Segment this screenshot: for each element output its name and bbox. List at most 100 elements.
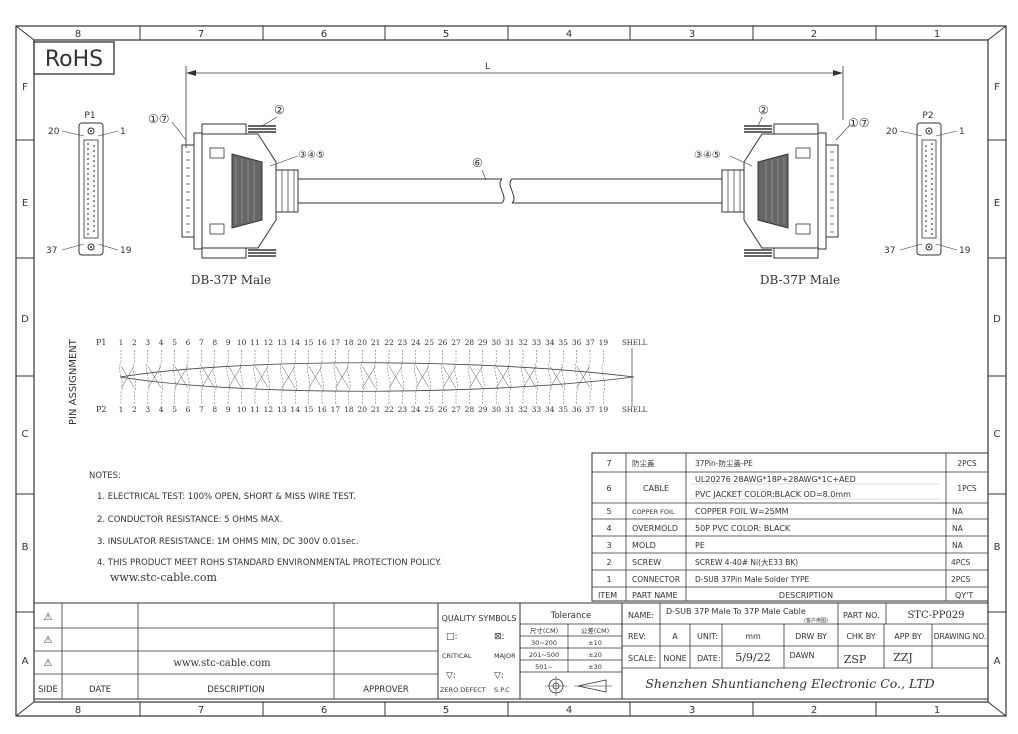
row-letter: F xyxy=(994,82,1000,93)
bom-item: 4 xyxy=(606,524,611,533)
bom-part-name: CONNECTOR xyxy=(632,575,680,584)
top-column-ruler: 8 7 6 5 4 3 2 1 xyxy=(75,26,940,40)
row-letter: B xyxy=(22,542,29,553)
bom-part-name: MOLD xyxy=(632,541,656,550)
col-num: 8 xyxy=(75,705,81,716)
right-connector-drawing xyxy=(721,123,839,259)
col-num: 2 xyxy=(811,705,817,716)
twisted-pair-mark xyxy=(281,365,296,389)
rev-header-description: DESCRIPTION xyxy=(207,685,265,695)
tolerance-col1: 尺寸(CM) xyxy=(530,626,558,635)
pin-number-bottom: 21 xyxy=(371,405,381,414)
pin-number-top: 12 xyxy=(264,338,274,347)
pin-wire xyxy=(507,350,512,404)
row-letter: E xyxy=(22,198,28,209)
pin-number-bottom: 26 xyxy=(438,405,448,414)
p1-label: P1 xyxy=(84,111,95,121)
bom-qty: NA xyxy=(952,524,964,533)
pin-number-top: 4 xyxy=(159,338,164,347)
bom-item: 6 xyxy=(606,484,611,493)
pin-number-top: 8 xyxy=(212,338,217,347)
pin-number-top: 2 xyxy=(132,338,137,347)
callouts: ①⑦ ② ③④⑤ ⑥ ② ①⑦ ③④⑤ xyxy=(148,103,870,181)
pin-wire xyxy=(253,350,257,404)
shield-outline xyxy=(119,362,635,392)
pin-number-bottom: 31 xyxy=(505,405,515,414)
tb-scale-value: NONE xyxy=(663,654,686,663)
pin-p1-label: P1 xyxy=(96,338,106,347)
row-letter: A xyxy=(22,656,29,667)
pin-number-bottom: 14 xyxy=(290,405,300,414)
bom-part-name: OVERMOLD xyxy=(632,524,678,533)
pin-wire xyxy=(333,350,338,404)
tb-drw-by: DRW BY xyxy=(795,632,827,641)
pin-number-bottom: 29 xyxy=(478,405,488,414)
row-letter: D xyxy=(21,314,29,325)
pin-number-bottom: 37 xyxy=(585,405,595,414)
tb-rev-value: A xyxy=(672,632,678,641)
twisted-pair-mark xyxy=(361,365,376,389)
bom-qty: 2PCS xyxy=(957,459,977,468)
twisted-pair-mark xyxy=(469,365,484,389)
tb-name-label: NAME: xyxy=(628,611,654,620)
tb-part-no-value: STC-PP029 xyxy=(907,610,964,621)
bom-desc: COPPER FOIL W=25MM xyxy=(695,507,789,516)
tolerance-range: 30~200 xyxy=(531,639,557,647)
bom-desc: D-SUB 37Pin Male Solder TYPE xyxy=(695,575,809,584)
bom-item: 2 xyxy=(606,558,611,567)
col-num: 5 xyxy=(443,705,449,716)
pin-number-bottom: 6 xyxy=(186,405,191,414)
pin-number-bottom: 20 xyxy=(357,405,367,414)
pin-number-bottom: 18 xyxy=(344,405,354,414)
shell-top: SHELL xyxy=(622,339,648,347)
pin-number-bottom: 22 xyxy=(384,405,394,414)
pin-number-bottom: 9 xyxy=(226,405,231,414)
pin-number-top: 32 xyxy=(518,338,528,347)
side-row-ruler: F E D C B A F E D C B A xyxy=(16,82,1006,667)
pin-number-top: 9 xyxy=(226,338,231,347)
twisted-pair-mark xyxy=(388,365,403,389)
pin-number-bottom: 32 xyxy=(518,405,528,414)
pin-wire xyxy=(387,350,391,404)
col-num: 4 xyxy=(566,29,572,40)
dimension-label: L xyxy=(485,62,490,72)
p2-pin-37: 37 xyxy=(884,246,895,256)
bom-qty: 4PCS xyxy=(951,558,971,567)
twisted-pair-mark xyxy=(442,365,457,389)
tolerance-value: ±10 xyxy=(588,639,602,647)
p1-pin-37: 37 xyxy=(46,246,57,256)
bom-item: 3 xyxy=(606,541,611,550)
tb-drw-name: DAWN xyxy=(790,651,815,660)
pin-wire xyxy=(146,350,150,404)
bom-desc: SCREW 4-40# Ni(大E33 BK) xyxy=(695,557,798,567)
pin-number-top: 37 xyxy=(585,338,595,347)
tb-rev-label: REV: xyxy=(628,632,646,641)
col-num: 1 xyxy=(934,29,940,40)
twisted-pair-mark xyxy=(174,365,189,389)
bom-desc: 50P PVC COLOR: BLACK xyxy=(695,524,791,533)
quality-critical: CRITICAL xyxy=(442,652,472,660)
bom-item: 5 xyxy=(606,507,611,516)
pin-number-top: 28 xyxy=(465,338,475,347)
twisted-pair-mark xyxy=(201,365,216,389)
tb-drawing-no: DRAWING NO. xyxy=(934,632,986,641)
pin-number-bottom: 4 xyxy=(159,405,164,414)
tb-company: Shenzhen Shuntiancheng Electronic Co., L… xyxy=(645,676,934,691)
bom-desc: UL20276 28AWG*18P+28AWG*1C+AED xyxy=(695,475,856,484)
callout-1-7-right: ①⑦ xyxy=(848,116,870,130)
pin-wire xyxy=(427,350,431,404)
pin-assignment-diagram: PIN ASSIGNMENT P1 P2 SHELL SHELL 1122334… xyxy=(68,338,648,425)
shell-bottom: SHELL xyxy=(622,406,648,414)
pin-number-top: 21 xyxy=(371,338,381,347)
twisted-pair-mark xyxy=(522,365,537,389)
tb-chk-name: ZSP xyxy=(844,653,867,666)
pin-number-top: 30 xyxy=(491,338,501,347)
col-num: 4 xyxy=(566,705,572,716)
pin-wire xyxy=(467,350,472,404)
twisted-pair-mark xyxy=(495,365,510,389)
pin-number-bottom: 28 xyxy=(465,405,475,414)
pin-wire xyxy=(548,350,552,404)
pin-number-top: 16 xyxy=(317,338,327,347)
pin-number-bottom: 34 xyxy=(545,405,555,414)
